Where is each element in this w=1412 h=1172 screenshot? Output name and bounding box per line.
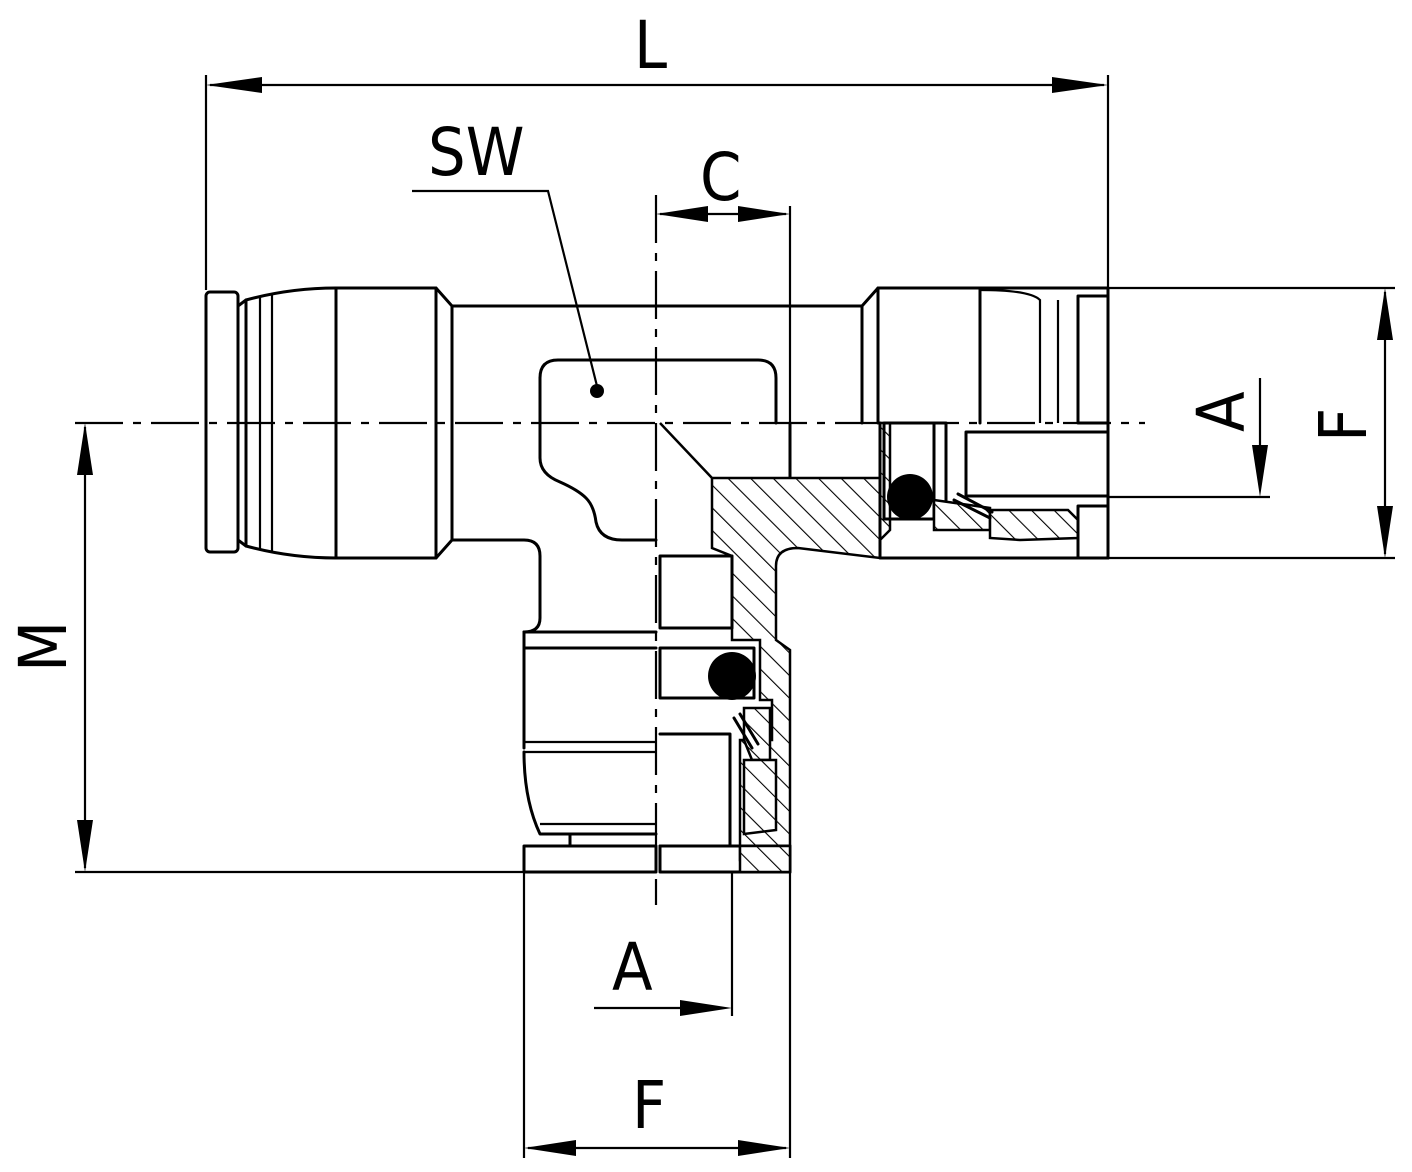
sw-leader: SW [412,114,604,398]
o-ring-right [887,474,933,520]
label-A-bottom: A [612,929,653,1006]
label-C: C [700,139,741,216]
fitting-body-exterior [204,286,1110,634]
dimension-A-bottom: A [594,872,734,1016]
dimension-F-side: F [1108,286,1395,560]
label-SW: SW [428,114,524,191]
bottom-port [522,554,792,874]
dimension-M: M [5,423,524,874]
o-ring-bottom [708,652,756,700]
dimension-F-bottom: F [522,872,792,1158]
label-F-bottom: F [632,1067,666,1144]
dimension-L: L [204,7,1110,290]
label-A-side: A [1183,391,1260,432]
label-F-side: F [1305,408,1382,442]
right-port-section [659,421,1110,862]
dimension-A-side: A [1108,378,1270,499]
dimension-C: C [656,139,792,500]
label-M: M [5,621,82,672]
label-L: L [634,7,667,84]
